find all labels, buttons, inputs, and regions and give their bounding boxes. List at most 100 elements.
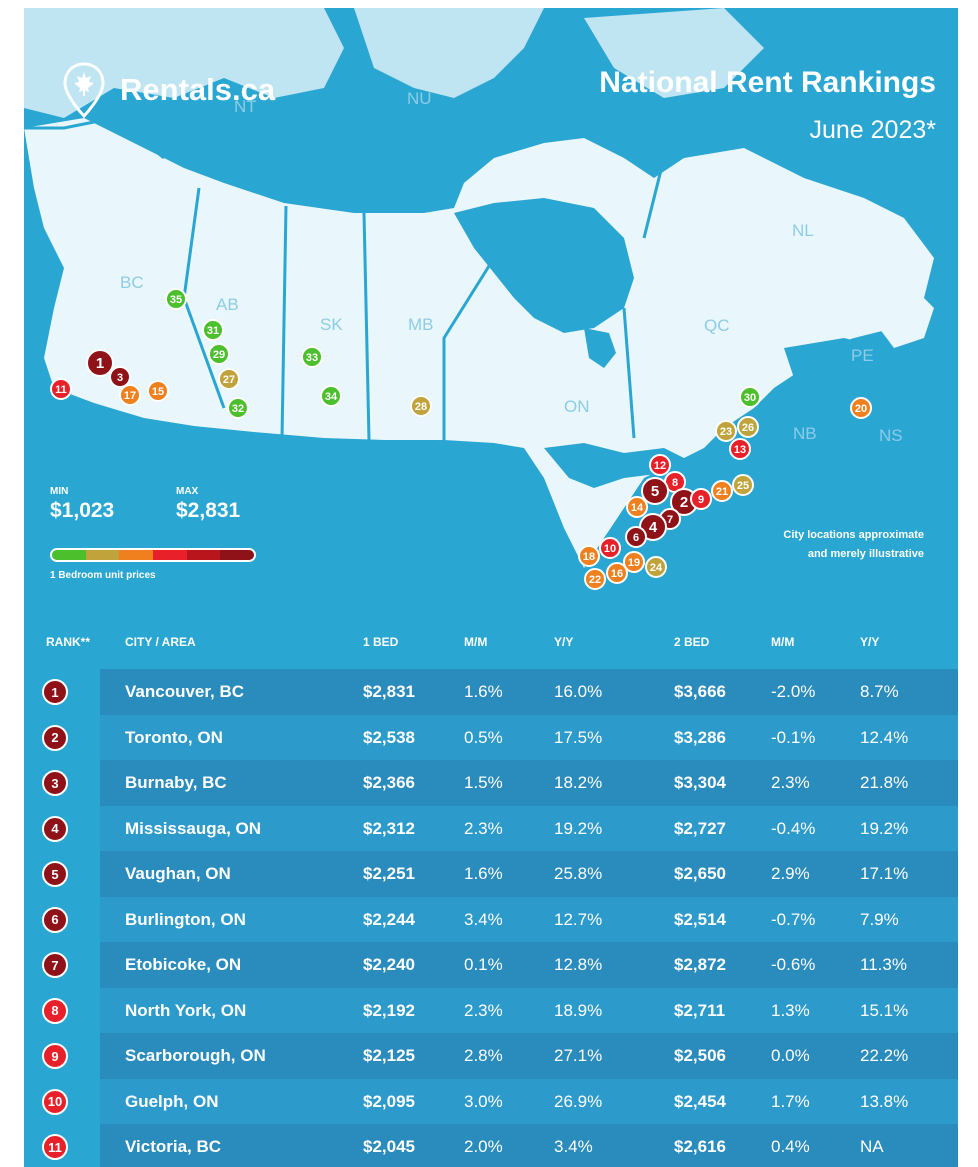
two-bed-price: $2,506 [674, 1046, 726, 1065]
one-bed-price: $2,240 [363, 955, 415, 974]
rank-cell: 10 [24, 1079, 100, 1125]
city-marker-dot [208, 343, 230, 365]
city-marker-dot [320, 385, 342, 407]
city-marker: 24 [645, 556, 667, 578]
legend-min-label: MIN [50, 486, 69, 497]
rank-badge: 9 [42, 1043, 68, 1069]
two-bed-yy: 17.1% [860, 864, 909, 883]
city-marker-rank: 23 [720, 426, 732, 438]
city-marker: 25 [732, 474, 754, 496]
two-bed-mm: 1.7% [771, 1091, 810, 1111]
region-label: NT [234, 97, 257, 116]
rank-badge: 5 [42, 861, 68, 887]
city-marker-dot [584, 568, 606, 590]
city-name: Scarborough, ON [125, 1046, 266, 1065]
city-marker: 11 [50, 378, 72, 400]
one-bed-yy: 12.7% [554, 909, 603, 929]
page-subtitle: June 2023* [809, 116, 936, 144]
city-marker: 9 [690, 488, 712, 510]
one-bed-price: $2,125 [363, 1046, 415, 1065]
two-bed-mm: 0.4% [771, 1137, 810, 1156]
one-bed-price: $2,192 [363, 1000, 415, 1020]
city-marker-rank: 3 [117, 372, 123, 384]
rank-cell: 9 [24, 1033, 100, 1079]
city-name: Guelph, ON [125, 1091, 219, 1111]
arctic-island [584, 8, 764, 98]
city-marker-rank: 24 [650, 562, 663, 574]
city-marker-dot [606, 562, 628, 584]
region-label: NL [792, 221, 814, 240]
city-marker-rank: 32 [232, 403, 244, 415]
newfoundland [874, 288, 934, 348]
legend-color-scale [50, 548, 256, 562]
region-label: MB [408, 315, 434, 334]
table-header: RANK** CITY / AREA 1 BED M/M Y/Y 2 BED M… [24, 630, 958, 654]
legend-min-value: $1,023 [50, 499, 115, 522]
city-marker-rank: 14 [631, 502, 644, 514]
city-marker-dot [301, 346, 323, 368]
city-marker: 3 [109, 366, 131, 388]
one-bed-yy: 27.1% [554, 1046, 603, 1065]
one-bed-price: $2,312 [363, 818, 415, 838]
col-header-1bed: 1 BED [363, 635, 399, 649]
rank-cell: 8 [24, 988, 100, 1034]
one-bed-mm: 3.4% [464, 909, 503, 929]
one-bed-mm: 1.6% [464, 682, 503, 701]
city-name: Mississauga, ON [125, 818, 262, 838]
city-marker-dot [86, 349, 114, 377]
city-marker: 21 [711, 480, 733, 502]
city-marker-dot [625, 526, 647, 548]
row-band [100, 1078, 958, 1124]
city-marker: 18 [578, 545, 600, 567]
one-bed-mm: 2.0% [464, 1137, 503, 1156]
city-marker-dot [50, 378, 72, 400]
one-bed-price: $2,366 [363, 773, 415, 792]
city-marker-rank: 35 [170, 294, 182, 306]
city-marker-dot [737, 416, 759, 438]
city-marker: 28 [410, 395, 432, 417]
region-label: ON [564, 397, 590, 416]
page-title: National Rent Rankings [599, 66, 936, 99]
city-marker-rank: 4 [649, 519, 658, 536]
one-bed-price: $2,244 [363, 909, 415, 929]
rank-cell: 11 [24, 1124, 100, 1167]
province-borders [24, 116, 666, 441]
two-bed-mm: -2.0% [771, 682, 816, 701]
city-marker-rank: 9 [698, 494, 704, 506]
two-bed-price: $2,727 [674, 818, 726, 838]
arctic-island [354, 8, 544, 98]
legend-caption: 1 Bedroom unit prices [50, 570, 156, 581]
one-bed-yy: 17.5% [554, 727, 603, 747]
city-marker: 26 [737, 416, 759, 438]
col-header-rank: RANK** [46, 635, 91, 649]
one-bed-mm: 0.5% [464, 727, 503, 747]
city-name: Vaughan, ON [125, 864, 231, 883]
city-marker: 32 [227, 397, 249, 419]
city-marker: 23 [715, 420, 737, 442]
mainland [24, 118, 934, 568]
city-marker-dot [711, 480, 733, 502]
rank-cell: 7 [24, 942, 100, 988]
row-band [100, 942, 958, 988]
two-bed-price: $3,666 [674, 682, 726, 701]
city-marker-dot [227, 397, 249, 419]
city-name: Victoria, BC [125, 1137, 222, 1156]
city-marker-dot [578, 545, 600, 567]
rank-cell: 2 [24, 715, 100, 761]
two-bed-price: $2,616 [674, 1137, 726, 1156]
city-marker-rank: 17 [124, 390, 136, 402]
two-bed-yy: 11.3% [860, 955, 907, 974]
two-bed-yy: NA [860, 1137, 884, 1156]
city-marker-rank: 16 [611, 568, 623, 580]
city-marker-rank: 25 [737, 480, 749, 492]
city-marker-dot [850, 397, 872, 419]
city-marker-dot [690, 488, 712, 510]
one-bed-mm: 3.0% [464, 1091, 503, 1111]
